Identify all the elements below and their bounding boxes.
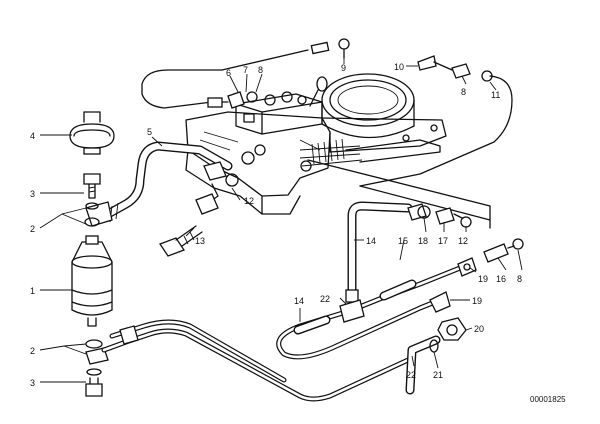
- fittings-center-left: [159, 161, 239, 257]
- drawing-code: 00001825: [530, 395, 566, 404]
- callout-15: 15: [398, 236, 408, 246]
- cable-11: [141, 49, 513, 229]
- callout-19-lower: 19: [472, 296, 482, 306]
- leader-lines: [39, 58, 523, 383]
- callout-5: 5: [147, 127, 152, 137]
- callout-12-right: 12: [458, 236, 468, 246]
- callout-14-lower: 14: [294, 296, 304, 306]
- callout-21: 21: [433, 370, 443, 380]
- hose-5: [85, 141, 233, 227]
- fittings-right: [407, 203, 524, 353]
- callout-11: 11: [491, 90, 500, 100]
- callout-4: 4: [30, 131, 35, 141]
- callout-16: 16: [496, 274, 506, 284]
- callout-17: 17: [438, 236, 448, 246]
- throttle-body-assembly: [185, 73, 447, 215]
- callout-22-lower: 22: [406, 370, 416, 380]
- callout-22-center: 22: [320, 294, 330, 304]
- callout-6: 6: [226, 68, 231, 78]
- callout-20: 20: [474, 324, 484, 334]
- callout-3-upper: 3: [30, 189, 35, 199]
- callout-labels: 1 2 2 3 3 4 5 6 7 8 9 10 8 11 12 12 13 1…: [30, 62, 566, 404]
- callout-18: 18: [418, 236, 428, 246]
- filter-bracket-4: [69, 111, 115, 155]
- callout-2-upper: 2: [30, 224, 35, 234]
- callout-1: 1: [30, 286, 35, 296]
- callout-10: 10: [394, 62, 404, 72]
- callout-19-upper: 19: [478, 274, 488, 284]
- callout-9: 9: [341, 63, 346, 73]
- callout-8-top: 8: [258, 65, 263, 75]
- callout-8-lower: 8: [517, 274, 522, 284]
- callout-12-left: 12: [244, 196, 254, 206]
- callout-13: 13: [195, 236, 205, 246]
- bolt-3-upper: [83, 173, 101, 227]
- fuel-filter-1: [71, 235, 113, 327]
- callout-7: 7: [243, 65, 248, 75]
- connector-group-top: [207, 38, 493, 109]
- fuel-line-14-15: [276, 201, 463, 395]
- callout-8-right: 8: [461, 87, 466, 97]
- callout-14-upper: 14: [366, 236, 376, 246]
- callout-2-lower: 2: [30, 346, 35, 356]
- callout-3-lower: 3: [30, 378, 35, 388]
- fuel-line-main: [101, 319, 411, 402]
